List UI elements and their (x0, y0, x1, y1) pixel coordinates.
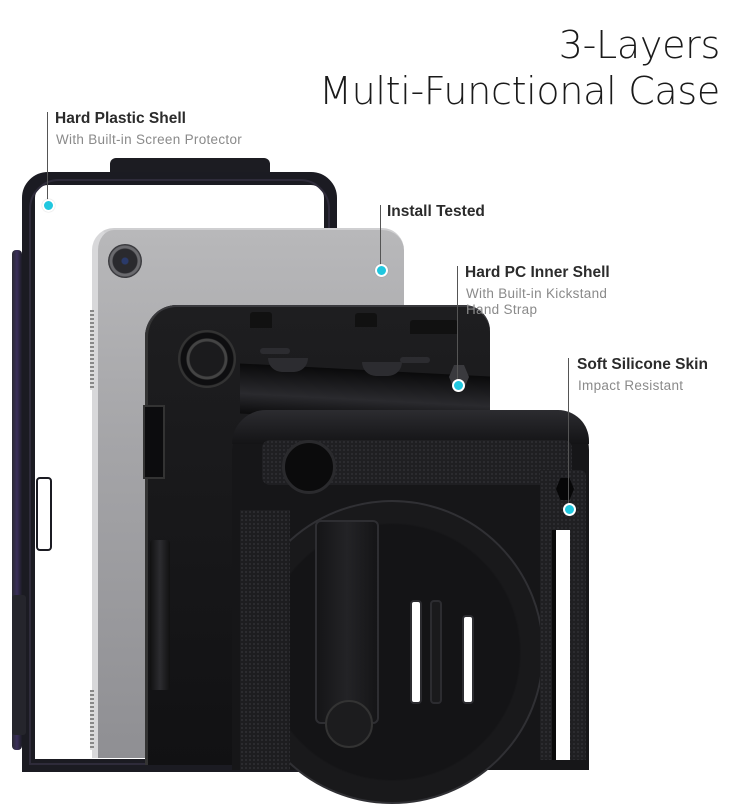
pc-shell-clip (355, 313, 377, 327)
camera-ring-icon (178, 330, 236, 388)
leader-line (47, 112, 48, 202)
strap-anchor-hex-icon (556, 478, 574, 500)
pc-shell-slot (400, 357, 430, 363)
skin-left-rail (240, 510, 290, 770)
pc-shell-clip (410, 320, 458, 334)
hotspot-dot (452, 379, 465, 392)
shell-side-cutout (36, 477, 52, 551)
pc-shell-slot (268, 358, 308, 372)
leader-line (457, 266, 458, 384)
leader-line (568, 358, 569, 508)
hotspot-dot (42, 199, 55, 212)
pc-shell-slot (362, 362, 402, 376)
callout-heading: Hard Plastic Shell (55, 110, 186, 127)
hotspot-dot (563, 503, 576, 516)
callout-subtext: With Built-in Kickstand (466, 286, 608, 301)
speaker-grille (90, 310, 94, 390)
leader-line (380, 205, 381, 267)
shell-left-edge (12, 250, 22, 750)
hotspot-dot (375, 264, 388, 277)
pc-shell-slot (260, 348, 290, 354)
strap-slot (462, 615, 474, 704)
title-line-2: Multi-Functional Case (319, 69, 720, 113)
page-title: 3-Layers Multi-Functional Case (319, 22, 720, 114)
strap-slot (410, 600, 422, 704)
pc-shell-side-port (143, 405, 165, 479)
rotation-knob (325, 700, 373, 748)
pc-shell-clip (250, 312, 272, 328)
strap-slot (430, 600, 442, 704)
callout-heading: Hard PC Inner Shell (465, 264, 610, 281)
callout-heading: Soft Silicone Skin (577, 356, 708, 373)
speaker-grille (90, 690, 94, 750)
callout-subtext: Impact Resistant (578, 378, 684, 393)
callout-subtext: Hand Strap (466, 302, 538, 317)
camera-cutout (282, 440, 336, 494)
kickstand (315, 520, 379, 724)
skin-side-window (552, 530, 570, 760)
skin-top-rim (232, 410, 589, 444)
pc-shell-side-strip (150, 540, 170, 690)
camera-icon (108, 244, 142, 278)
title-line-1: 3-Layers (558, 23, 721, 67)
shell-side-button-cover (12, 595, 26, 735)
callout-heading: Install Tested (387, 203, 485, 220)
callout-subtext: With Built-in Screen Protector (56, 132, 243, 147)
